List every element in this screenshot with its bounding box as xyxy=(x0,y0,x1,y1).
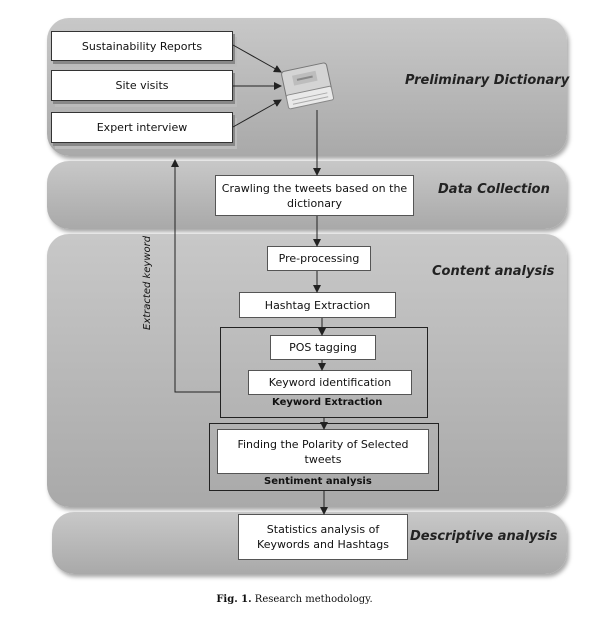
step-preprocessing: Pre-processing xyxy=(267,246,371,271)
source-label: Expert interview xyxy=(96,121,188,134)
source-label: Sustainability Reports xyxy=(81,39,203,53)
group-label-keyword-extraction: Keyword Extraction xyxy=(272,397,383,408)
step-keyword-identification: Keyword identification xyxy=(248,370,412,395)
caption-prefix: Fig. 1. xyxy=(216,594,252,605)
band-title-collection: Data Collection xyxy=(438,182,550,197)
step-label: Statistics analysis of Keywords and Hash… xyxy=(257,523,389,551)
step-label: Crawling the tweets based on the diction… xyxy=(221,181,408,210)
step-statistics-analysis: Statistics analysis of Keywords and Hash… xyxy=(238,514,408,560)
group-label-sentiment-analysis: Sentiment analysis xyxy=(264,476,372,487)
step-crawling: Crawling the tweets based on the diction… xyxy=(215,175,414,216)
step-label: Pre-processing xyxy=(278,252,360,265)
source-sustainability-reports: Sustainability Reports xyxy=(51,31,233,61)
caption-text: Research methodology. xyxy=(254,594,373,605)
step-label: Keyword identification xyxy=(268,376,392,389)
feedback-label-extracted-keyword: Extracted keyword xyxy=(142,235,153,330)
group-keyword-extraction xyxy=(220,327,428,418)
step-label: POS tagging xyxy=(289,341,357,354)
source-expert-interview: Expert interview xyxy=(51,112,233,143)
step-pos-tagging: POS tagging xyxy=(270,335,376,360)
source-site-visits: Site visits xyxy=(51,70,233,101)
band-title-descriptive: Descriptive analysis xyxy=(410,529,558,544)
step-hashtag-extraction: Hashtag Extraction xyxy=(239,292,396,318)
band-title-preliminary: Preliminary Dictionary xyxy=(405,73,570,88)
figure-caption: Fig. 1. Research methodology. xyxy=(0,594,589,605)
source-label: Site visits xyxy=(115,79,169,92)
step-finding-polarity: Finding the Polarity of Selected tweets xyxy=(217,429,429,474)
step-label: Hashtag Extraction xyxy=(264,298,371,312)
step-label: Finding the Polarity of Selected tweets xyxy=(237,437,409,466)
band-title-content: Content analysis xyxy=(432,264,555,279)
